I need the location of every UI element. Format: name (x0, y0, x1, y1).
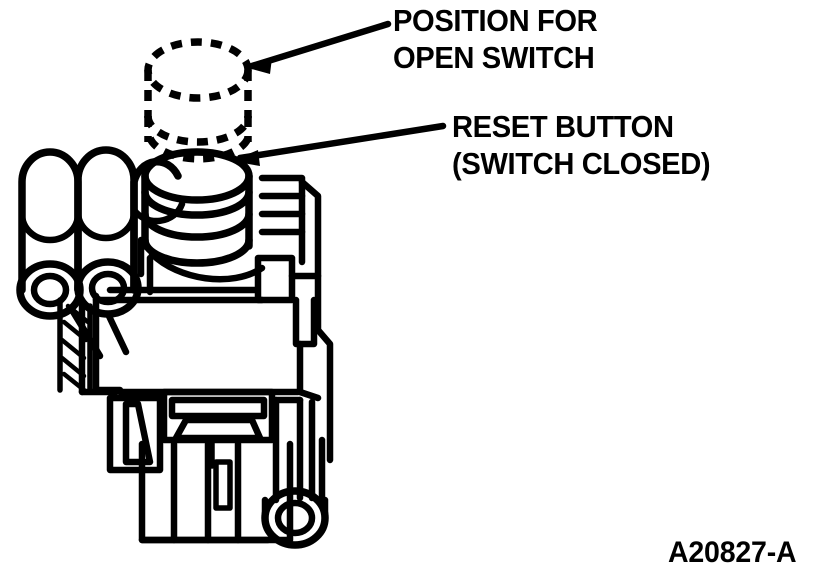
leader-line-open-switch (248, 20, 392, 74)
main-housing-body (57, 174, 334, 464)
callout-reset-button: RESET BUTTON (SWITCH CLOSED) (452, 108, 711, 182)
part-number-label: A20827-A (668, 536, 797, 569)
dashed-open-position-button (144, 38, 252, 163)
electrical-connector (106, 388, 326, 544)
callout-reset-button-line1: RESET BUTTON (452, 109, 674, 144)
housing-rib-hatch (57, 297, 93, 395)
callout-open-switch-line2: OPEN SWITCH (393, 40, 595, 75)
callout-open-switch: POSITION FOR OPEN SWITCH (393, 2, 598, 76)
leader-line-reset-button (231, 122, 447, 166)
callout-reset-button-line2: (SWITCH CLOSED) (452, 146, 711, 181)
solid-reset-button (141, 148, 253, 267)
mounting-bolt-hole (261, 487, 329, 549)
callout-open-switch-line1: POSITION FOR (393, 3, 598, 38)
